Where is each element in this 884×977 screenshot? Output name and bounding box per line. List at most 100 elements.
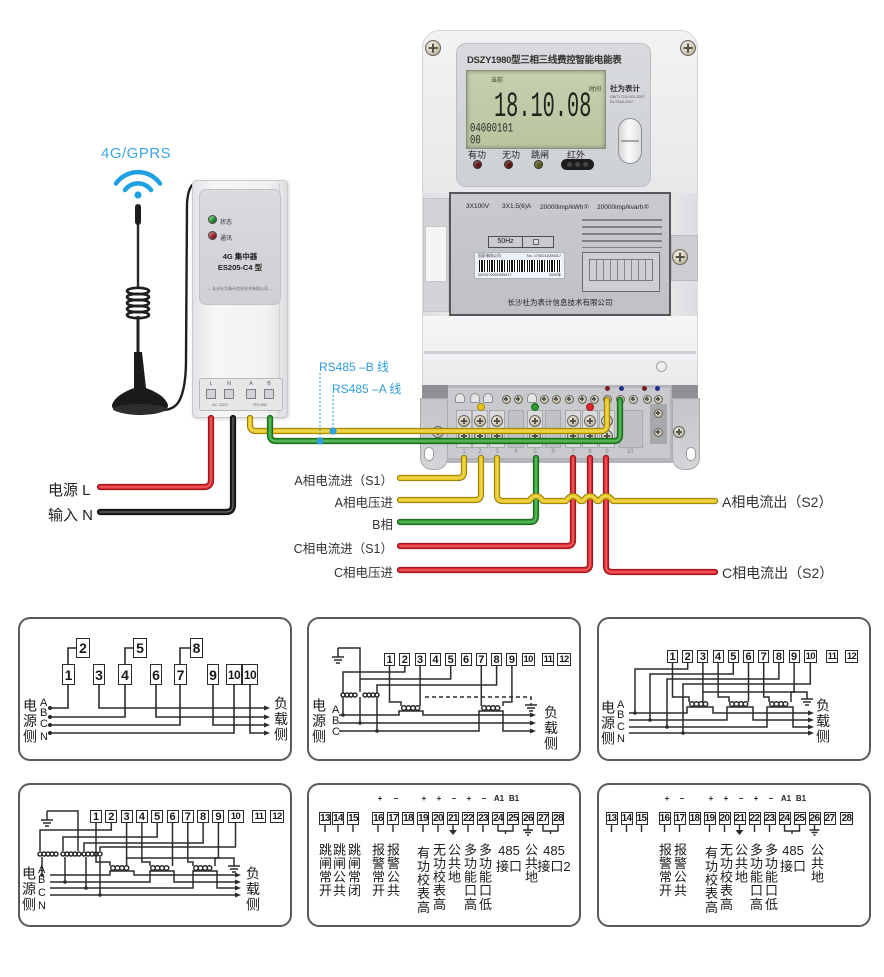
power-live-label: 电源 L [48,482,91,499]
terminal-screw-icon [628,394,638,404]
phase-a-in-line [50,685,69,709]
a-current-in-wire-core [397,455,467,481]
terminal-box: 12 [270,810,284,823]
pt-to-terminal-10 [99,823,237,851]
terminal-box: 12 [557,653,571,666]
polarity-label: + [436,794,442,803]
c-current-out-label: C相电流出（S2） [722,565,834,581]
a-voltage-in-label: A相电压进 [334,496,393,510]
antenna-layer [111,169,198,415]
arrow-icon [530,728,536,734]
terminal-box: 9 [506,653,518,666]
antenna-tip [135,204,141,225]
polarity-label: A1 [493,794,505,803]
terminal-box: 10 [521,653,535,666]
terminal-box: 23 [477,812,489,825]
nameplate-wiring-diagram [582,252,660,292]
junction-dot [633,711,637,715]
function-label-line1: 485 [782,843,804,858]
rated-current: 3X1.5(6)A [502,203,532,210]
phase-letter: C [40,718,48,730]
function-label: 跳闸公共 [331,843,346,898]
lcd-sub-code: 00 [470,134,481,149]
c-current-in-wire [396,454,577,550]
terminal-number: 1 [462,449,466,455]
meter-nameplate: 3X100V 3X1.5(6)A 20000imp/kWh① 20000imp/… [449,192,671,316]
polarity-label: B1 [508,794,520,803]
c-current-out-wire-outline [602,454,719,576]
ground-arrow-icon [735,830,744,835]
aux-color-dot [618,385,624,391]
active-power-indicator-label: 有功 [468,150,487,160]
load-side-label: 负载侧 [815,698,831,745]
function-label: 报警常开 [370,843,385,898]
terminal-box: 7 [475,653,487,666]
ct-common-line [702,691,808,699]
power-terminal-group-label: AC 220V [211,402,228,407]
power-live-wire-highlight [99,417,212,488]
terminal-box: 16 [658,812,671,825]
terminal-box: 24 [778,812,791,825]
manufacturer-name: 长沙社为表计信息技术有限公司 [507,298,613,307]
phase-c-line [629,706,810,728]
function-label: 报警常开 [657,843,672,898]
junction-dot [98,893,102,897]
c-voltage-in-wire-highlight [399,457,591,571]
standard-label: DL/T645-2007 [610,100,633,104]
active-constant: 20000imp/kWh① [540,204,590,211]
polarity-label: − [738,794,744,803]
phase-c-line [50,870,236,889]
barcode-icon [479,260,561,272]
c-voltage-in-wire [396,454,594,574]
terminal-screw-icon [564,394,574,404]
terminal-number: 2 [478,449,482,455]
source-side-label: 电源侧 [22,698,38,745]
load-side-label: 负载侧 [273,696,289,743]
terminal-box: 28 [840,812,853,825]
phase-a-line [339,710,531,716]
phase-letter: A [38,864,46,876]
arrow-icon [235,872,241,878]
c-current-in-wire-core [397,455,576,549]
terminal-tick-lines [610,825,771,832]
screw-icon [672,249,688,265]
antenna-magnetic-base [111,352,169,415]
c-current-in-label: C相电流进（S1） [293,542,393,556]
lcd-data-code: 04000101 [470,122,514,137]
a-current-in-label: A相电流进（S1） [294,474,393,488]
lcd-reading: 18.10.08 [494,86,592,127]
arrow-icon [264,722,270,728]
wire-layer [96,373,719,576]
lcd-item-label: 时间 [589,87,602,93]
terminal-label: N [227,381,231,387]
b-phase-wire-core [397,455,539,525]
standard-label: GB/T17215.301-2007 [610,95,645,99]
ir-lens [567,162,572,167]
neutral-in-line [50,685,235,734]
terminal-hole [470,393,480,403]
terminal-box: 18 [688,812,701,825]
button-divider [621,140,639,142]
ground-icon [525,704,537,712]
terminal-box: 15 [635,812,648,825]
pt-neutral-lead [338,647,361,692]
lcd-mode-label: 当前 [491,78,504,84]
b-phase-wire-highlight [399,457,537,523]
terminal-box: 27 [823,812,836,825]
function-label: 公共地 [809,843,824,884]
rs485-terminal-group-label: RS-485 [253,402,267,407]
terminal-screw-icon [577,394,587,404]
ground-screw-icon [653,408,663,418]
terminal-box: 2 [399,653,411,666]
ground-screw-icon [653,427,663,437]
function-label: 无功校表高 [431,843,446,911]
phase-letter: A [40,697,48,709]
a-current-out-wire-core [494,455,718,504]
seal-hole-icon [656,361,667,372]
ct-coil-icon [400,704,501,712]
terminal-number: 10 [626,449,634,455]
pt-coil-icon [37,851,103,857]
